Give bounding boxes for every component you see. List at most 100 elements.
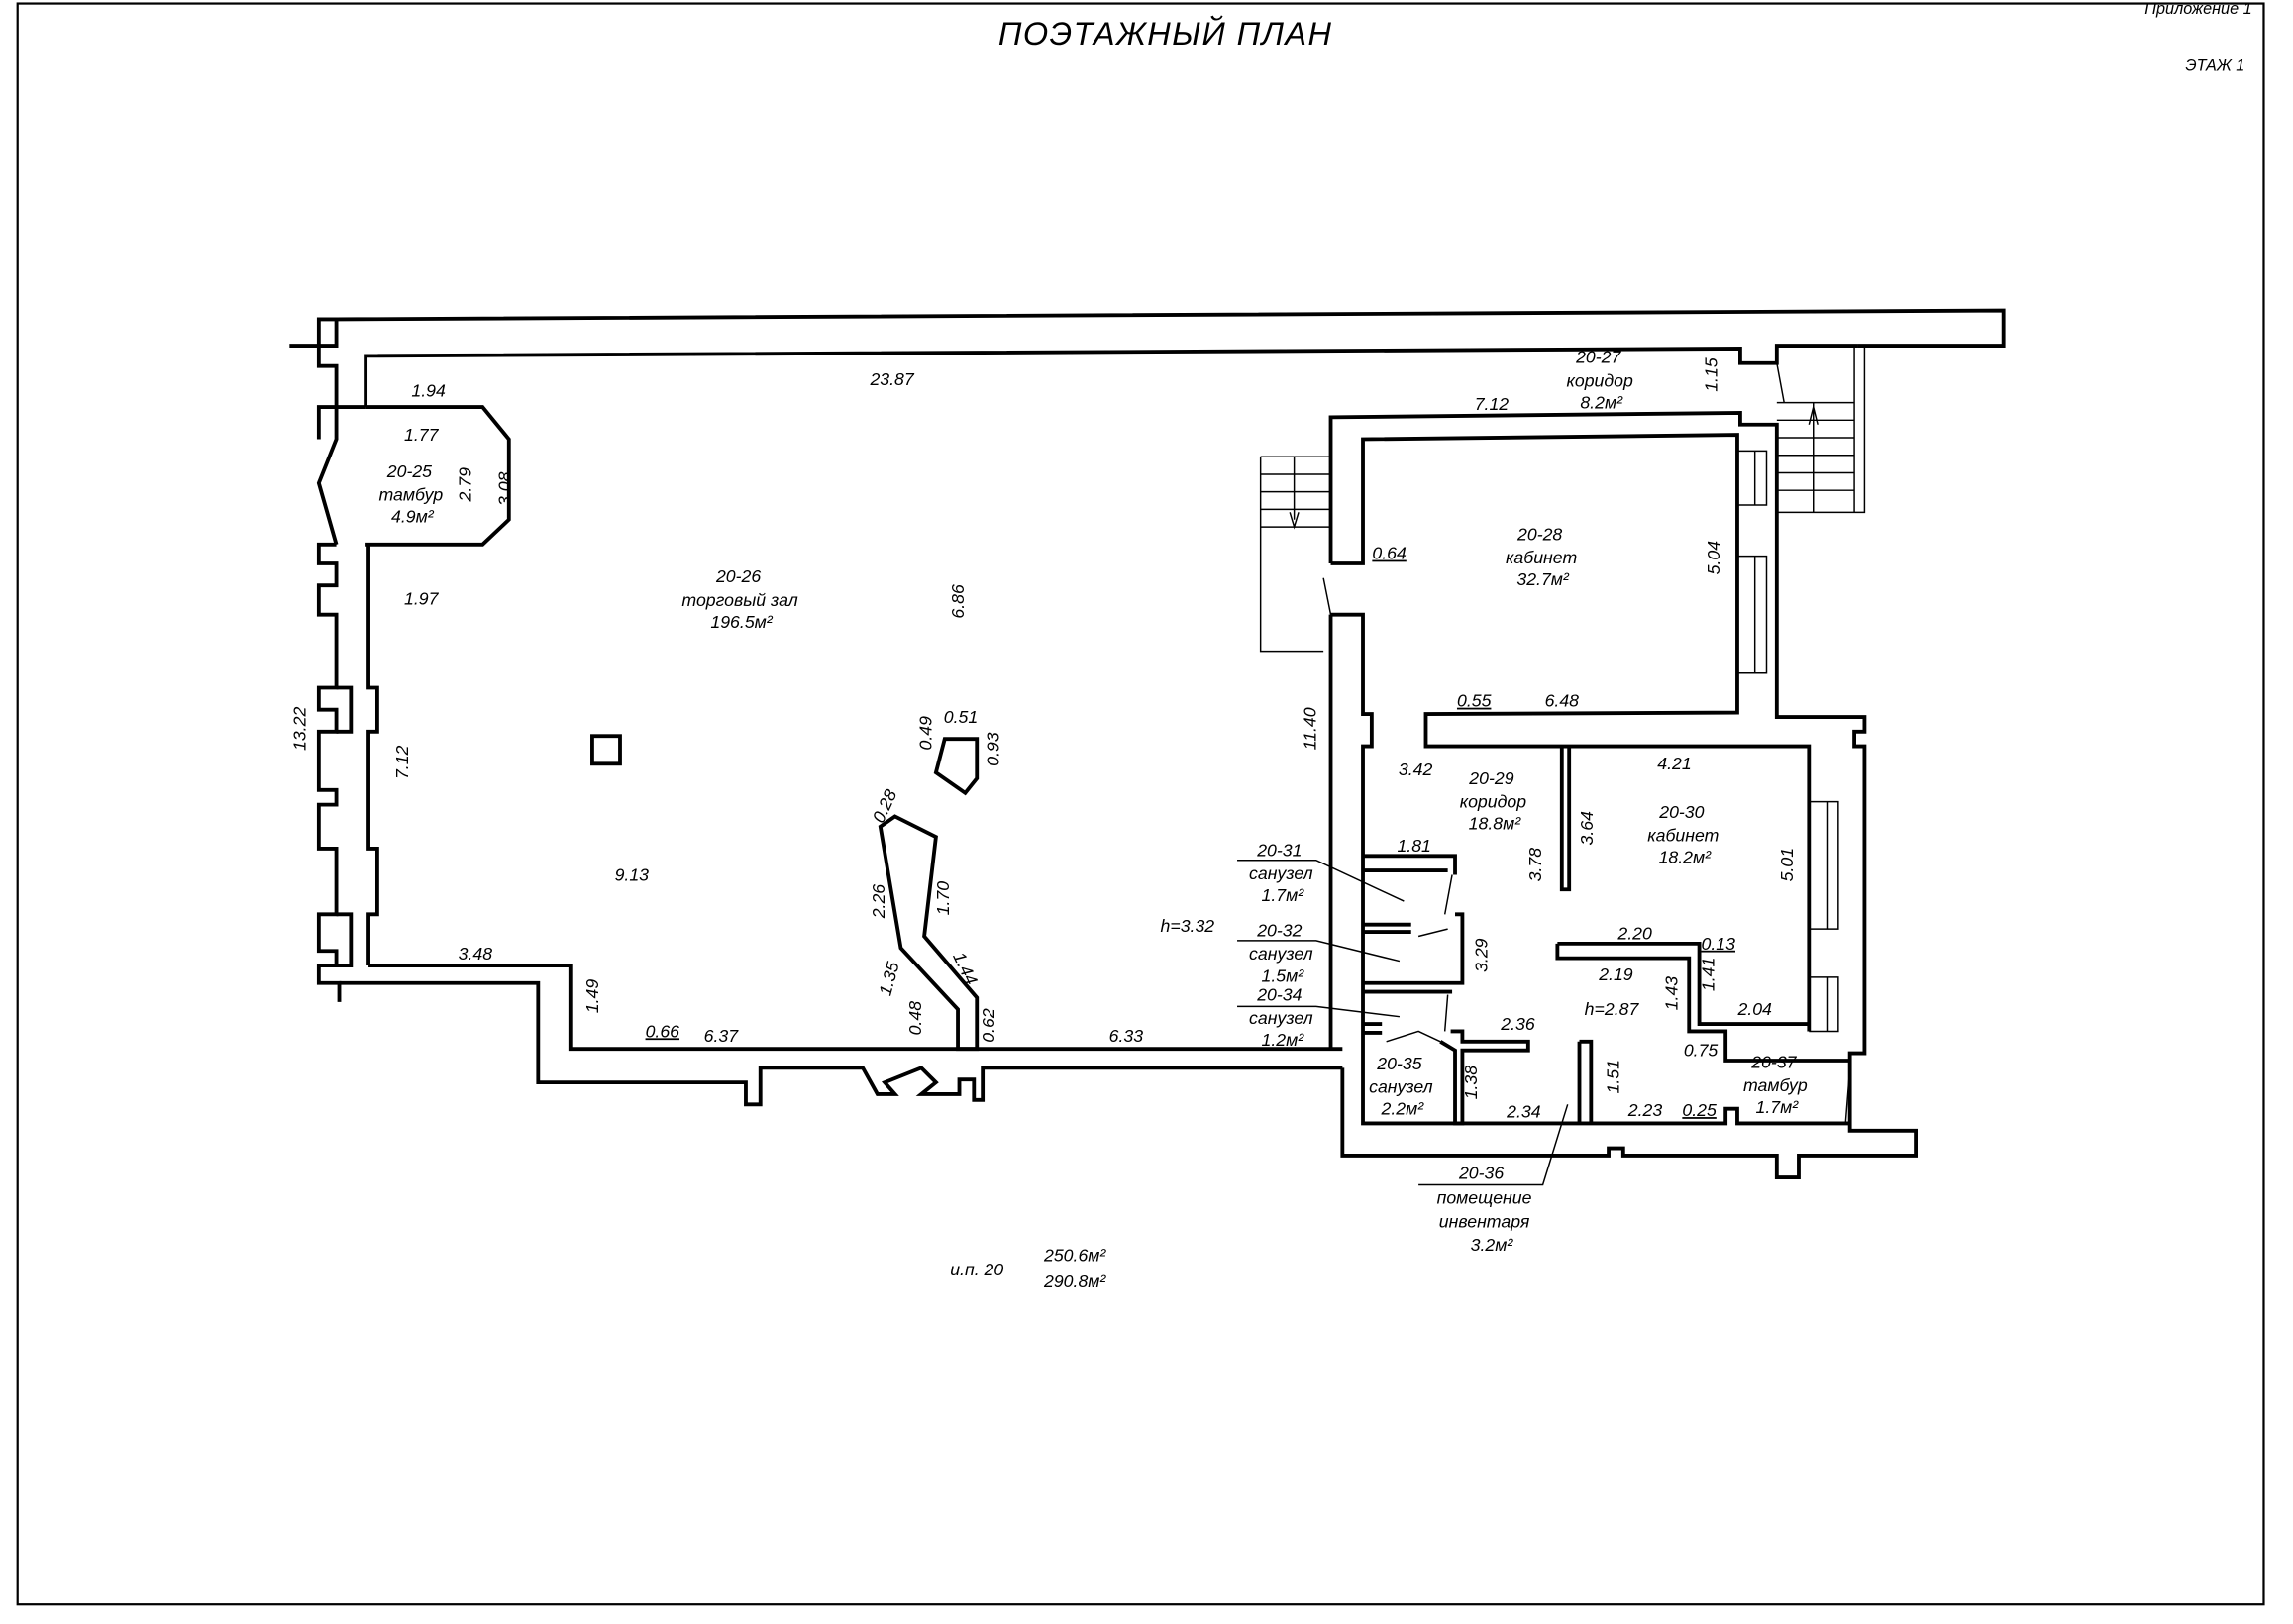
dimension-label: 6.37 <box>704 1026 740 1046</box>
room-area: 3.2м² <box>1471 1235 1514 1255</box>
room-area: 196.5м² <box>710 612 773 632</box>
dimension-label: 0.13 <box>1702 934 1736 954</box>
dimension-label: 0.28 <box>869 786 901 826</box>
page-title: ПОЭТАЖНЫЙ ПЛАН <box>998 14 1333 51</box>
room-area: 1.5м² <box>1261 965 1304 985</box>
dimension-label: 0.25 <box>1682 1100 1717 1120</box>
dimension-label: 23.87 <box>869 369 914 389</box>
room-area: 18.8м² <box>1469 814 1522 834</box>
walls <box>289 308 2006 1180</box>
room-area: 1.7м² <box>1261 885 1304 905</box>
total-area-2: 290.8м² <box>1043 1271 1106 1291</box>
dimension-label: 1.35 <box>875 960 902 998</box>
ceiling-height-hall: h=3.32 <box>1161 916 1215 936</box>
dimension-label: 1.94 <box>411 381 446 401</box>
room-id: 20-34 <box>1256 984 1302 1004</box>
room-name: инвентаря <box>1439 1211 1530 1231</box>
dimension-label: 3.48 <box>459 944 493 964</box>
room-name: кабинет <box>1506 548 1577 567</box>
room-id: 20-35 <box>1376 1054 1421 1073</box>
dimension-label: 7.12 <box>392 745 412 779</box>
dimension-labels: 1.94 1.77 2.79 3.08 1.97 23.87 6.86 13.22 7.12 9.… <box>290 357 1798 1121</box>
room-id: 20-29 <box>1468 768 1513 788</box>
dimension-label: 0.51 <box>944 707 978 727</box>
dimension-label: 2.36 <box>1500 1014 1535 1034</box>
dimension-label: 5.04 <box>1704 541 1723 575</box>
dimension-label: 0.48 <box>905 1001 925 1036</box>
room-name: санузел <box>1249 1008 1313 1028</box>
dimension-label: 3.08 <box>494 471 514 506</box>
drawing-frame <box>16 2 2265 1606</box>
room-name: санузел <box>1249 944 1313 964</box>
dimension-label: 1.51 <box>1603 1060 1622 1093</box>
dimension-label: 11.40 <box>1301 707 1320 750</box>
dimension-label: 1.77 <box>404 425 440 445</box>
floor-label: ЭТАЖ 1 <box>2185 56 2244 74</box>
dimension-label: 4.21 <box>1657 754 1691 773</box>
dimension-label: 0.75 <box>1684 1041 1719 1061</box>
room-area: 8.2м² <box>1580 393 1623 413</box>
unit-label: и.п. 20 <box>950 1260 1003 1279</box>
room-area: 1.2м² <box>1261 1030 1304 1050</box>
room-id: 20-32 <box>1256 920 1302 940</box>
dimension-label: 7.12 <box>1475 394 1510 414</box>
dimension-label: 2.34 <box>1506 1102 1541 1122</box>
dimension-label: 0.64 <box>1372 544 1407 563</box>
total-area-1: 250.6м² <box>1043 1245 1106 1265</box>
room-id: 20-25 <box>386 461 432 481</box>
dimension-label: 3.29 <box>1472 938 1492 972</box>
dimension-label: 5.01 <box>1777 848 1797 881</box>
dimension-label: 1.44 <box>949 949 982 988</box>
ceiling-height-offices: h=2.87 <box>1585 999 1640 1019</box>
dimension-label: 3.64 <box>1577 811 1597 846</box>
dimension-label: 6.86 <box>948 584 968 619</box>
dimension-label: 1.15 <box>1701 357 1720 392</box>
room-name: коридор <box>1566 370 1633 390</box>
room-id: 20-26 <box>715 566 761 586</box>
dimension-label: 0.93 <box>983 732 1002 766</box>
dimension-label: 9.13 <box>615 864 650 884</box>
leader-lines <box>1237 859 1569 1186</box>
dimension-label: 1.41 <box>1698 958 1718 991</box>
dimension-label: 0.49 <box>915 716 935 751</box>
dimension-label: 2.04 <box>1736 999 1772 1019</box>
room-id: 20-36 <box>1458 1164 1504 1183</box>
room-name: помещение <box>1437 1188 1532 1208</box>
dimension-label: 1.97 <box>404 588 440 608</box>
room-name: тамбур <box>1743 1075 1808 1095</box>
dimension-label: 1.49 <box>582 979 602 1014</box>
dimension-label: 3.78 <box>1525 848 1545 882</box>
room-id: 20-27 <box>1575 348 1621 367</box>
dimension-label: 6.33 <box>1109 1026 1144 1046</box>
room-id: 20-37 <box>1750 1052 1797 1071</box>
room-name: тамбур <box>378 485 443 505</box>
room-area: 4.9м² <box>391 507 435 527</box>
dimension-label: 1.70 <box>933 881 953 916</box>
dimension-label: 6.48 <box>1545 691 1580 711</box>
room-area: 18.2м² <box>1659 848 1713 867</box>
room-area: 2.2м² <box>1381 1099 1425 1119</box>
appendix-label: Приложение 1 <box>2144 0 2251 18</box>
dimension-label: 2.79 <box>455 467 474 503</box>
room-id: 20-28 <box>1516 524 1562 544</box>
room-name: коридор <box>1460 792 1527 812</box>
dimension-label: 1.43 <box>1661 976 1681 1011</box>
dimension-label: 1.38 <box>1461 1066 1481 1100</box>
room-id: 20-31 <box>1256 840 1302 860</box>
dimension-label: 3.42 <box>1399 760 1433 779</box>
room-area: 32.7м² <box>1516 569 1570 589</box>
dimension-label: 2.19 <box>1598 964 1633 984</box>
dimension-label: 2.26 <box>869 884 888 920</box>
room-name: санузел <box>1249 863 1313 883</box>
dimension-label: 2.20 <box>1616 923 1652 943</box>
dimension-label: 1.81 <box>1397 836 1430 856</box>
room-area: 1.7м² <box>1756 1097 1800 1117</box>
room-name: торговый зал <box>681 590 797 610</box>
dimension-label: 0.55 <box>1457 691 1492 711</box>
dimension-label: 13.22 <box>290 707 310 751</box>
room-id: 20-30 <box>1658 802 1704 822</box>
dimension-label: 0.66 <box>646 1021 680 1041</box>
dimension-label: 2.23 <box>1627 1100 1663 1120</box>
